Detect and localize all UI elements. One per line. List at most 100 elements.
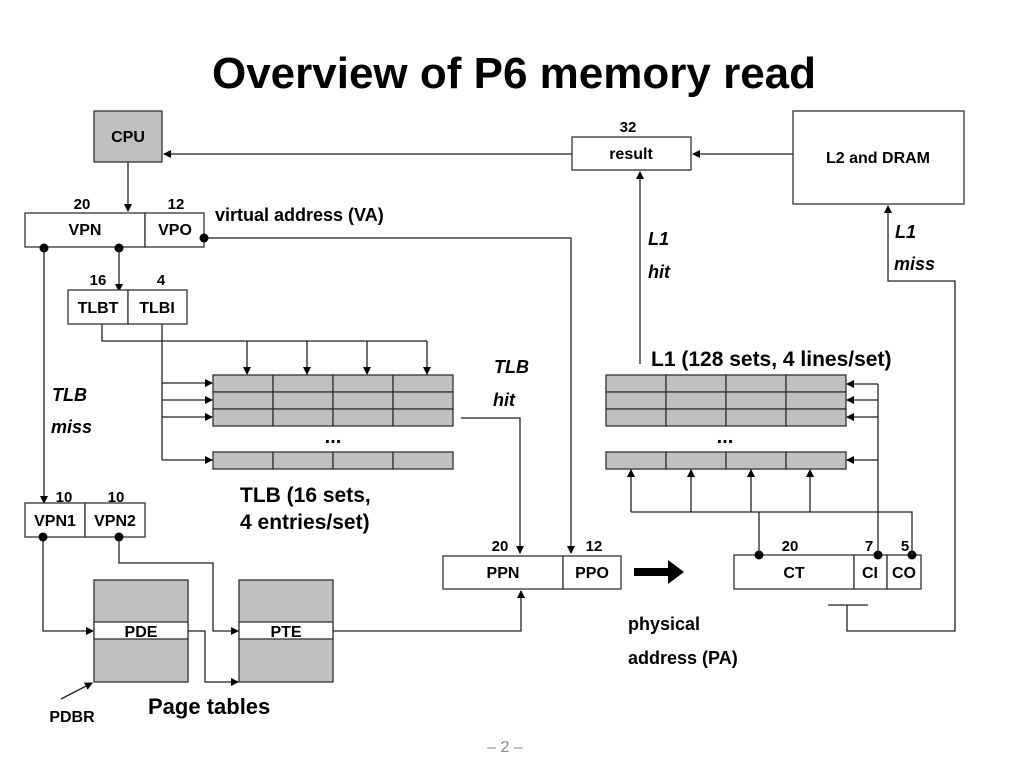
l1-caption: L1 (128 sets, 4 lines/set) [651, 348, 891, 371]
tlb-cell [332, 408, 394, 427]
ppn-bits: 20 [492, 538, 509, 555]
virtual-address-caption: virtual address (VA) [215, 205, 384, 225]
tlb-cell [332, 374, 394, 393]
tlb-cell [392, 374, 454, 393]
tlbi-label: TLBI [139, 300, 175, 317]
l1-cell [605, 408, 667, 427]
tlb-array [212, 374, 454, 470]
tlb-caption-line2: 4 entries/set) [240, 511, 370, 534]
cache-address-register: 20 7 5 CT CI CO [733, 538, 922, 590]
l1-cell [665, 391, 727, 410]
l1-cell [785, 451, 847, 470]
l1-hit-label-1: L1 [648, 229, 669, 249]
tlb-cell [392, 408, 454, 427]
tlb-ellipsis: ... [325, 426, 342, 448]
tlb-tag-arrows [243, 341, 431, 375]
vpn-bits: 20 [74, 196, 91, 213]
l1-cell [605, 374, 667, 393]
physical-address-register: 20 12 PPN PPO [442, 538, 622, 590]
l1-ellipsis: ... [717, 426, 734, 448]
l1-cell [725, 391, 787, 410]
pte-to-ppn-arrow [333, 590, 525, 632]
tlb-cell [392, 391, 454, 410]
tlbt-bits: 16 [90, 272, 107, 289]
ci-bits: 7 [865, 538, 873, 555]
vpo-to-ppo-line [204, 237, 575, 554]
pdbr-label: PDBR [49, 709, 95, 726]
pte-label: PTE [270, 624, 301, 641]
tlb-hit-label-1: TLB [494, 357, 529, 377]
page-tables-caption: Page tables [148, 694, 270, 719]
vpn1-to-pde-arrow [42, 537, 94, 635]
l1-cell [785, 408, 847, 427]
l1-cell [605, 451, 667, 470]
tlb-cell [212, 408, 274, 427]
tlbi-bits: 4 [157, 272, 166, 289]
cpu-box: CPU [93, 110, 163, 163]
ct-bits: 20 [782, 538, 799, 555]
tlb-hit-to-ppn-line [461, 417, 524, 554]
l1-cell [605, 391, 667, 410]
physical-label-1: physical [628, 614, 700, 634]
vpn1-bits: 10 [56, 489, 73, 506]
cpu-label: CPU [111, 129, 145, 146]
co-label: CO [892, 565, 916, 582]
ppn-label: PPN [487, 565, 520, 582]
l1-hit-label-2: hit [648, 262, 671, 282]
vpn2-to-pte-arrow [118, 537, 239, 635]
tag-compare-bus [631, 511, 913, 555]
page-table: PTE [238, 579, 334, 683]
tlb-miss-label-2: miss [51, 417, 92, 437]
physical-label-2: address (PA) [628, 648, 738, 668]
co-bits: 5 [901, 538, 909, 555]
vpn2-label: VPN2 [94, 513, 136, 530]
tlb-cell [212, 451, 274, 470]
tlb-cell [272, 374, 334, 393]
vpn1-label: VPN1 [34, 513, 76, 530]
result-box: 32 result [571, 119, 692, 171]
tlb-index-register: 16 4 TLBT TLBI [67, 272, 188, 325]
ppo-label: PPO [575, 565, 609, 582]
ci-label: CI [862, 565, 878, 582]
page-directory: PDE [93, 579, 189, 683]
l1-cell [665, 374, 727, 393]
l2-dram-box: L2 and DRAM [792, 110, 965, 205]
vpo-label: VPO [158, 222, 192, 239]
pde-label: PDE [125, 624, 158, 641]
vpo-bits: 12 [168, 196, 185, 213]
tlb-cell [272, 451, 334, 470]
tlb-cell [392, 451, 454, 470]
pde-to-pte-arrow [188, 630, 239, 686]
tlbt-label: TLBT [78, 300, 119, 317]
pdbr-arrow [60, 682, 93, 700]
tlb-cell [212, 391, 274, 410]
l1-cell [725, 408, 787, 427]
tlb-hit-label-2: hit [493, 390, 516, 410]
ppo-bits: 12 [586, 538, 603, 555]
l1-cell [725, 451, 787, 470]
vpn2-bits: 10 [108, 489, 125, 506]
l1-tag-arrows [627, 469, 814, 512]
result-label: result [609, 146, 653, 163]
l1-cell [725, 374, 787, 393]
l1-cell [665, 451, 727, 470]
virtual-address-register: 20 12 VPN VPO [24, 196, 205, 248]
vpn-split-register: 10 10 VPN1 VPN2 [24, 489, 146, 538]
result-bits: 32 [620, 119, 637, 136]
equivalence-arrow-icon [634, 560, 684, 584]
page-title: Overview of P6 memory read [212, 49, 816, 98]
l1-array [605, 374, 847, 470]
l1-miss-arrow [846, 205, 956, 632]
l1-cell [665, 408, 727, 427]
tlb-caption-line1: TLB (16 sets, [240, 484, 371, 507]
l1-cell [785, 374, 847, 393]
tlb-cell [272, 408, 334, 427]
l1-cell [785, 391, 847, 410]
tlb-cell [212, 374, 274, 393]
ct-label: CT [783, 565, 805, 582]
page-number: – 2 – [487, 739, 523, 756]
vpo-tap-dot [199, 233, 209, 243]
tlb-cell [332, 451, 394, 470]
tlb-set-arrows [162, 379, 213, 464]
